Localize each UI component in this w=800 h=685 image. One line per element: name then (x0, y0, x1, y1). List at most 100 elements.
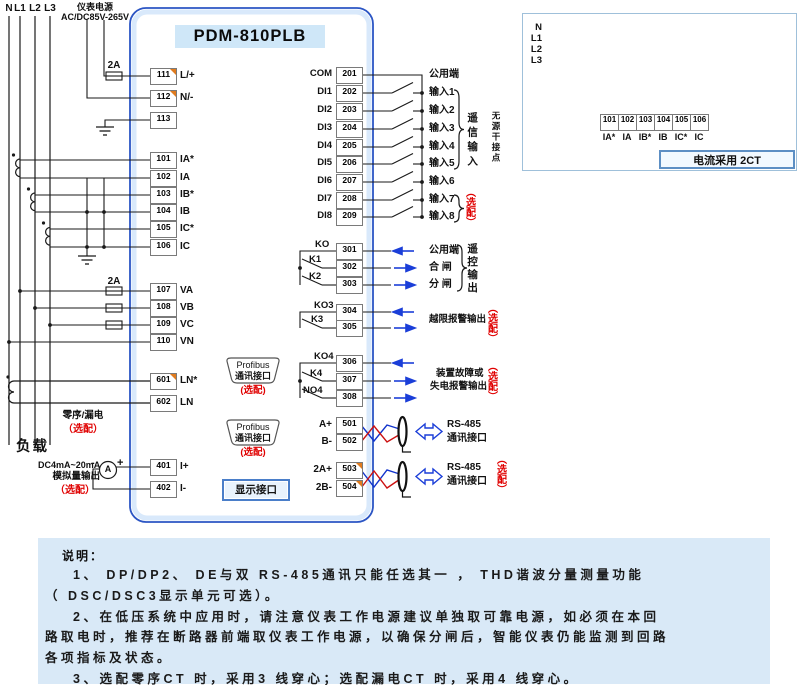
terminal-label-112: N/- (180, 92, 194, 103)
leakage-label: 零序/漏电 (62, 410, 104, 421)
profibus-2-port-label: 通讯接口 (234, 433, 271, 443)
terminal-label-107: VA (180, 285, 194, 296)
di-group-label: 遥信输入 (466, 112, 479, 170)
relay-contact-label-K1: K1 (309, 254, 322, 265)
di-right-label: 输入4 (429, 141, 455, 152)
rs485-1-label: RS-485 (447, 419, 481, 430)
terminal-105: 105 (150, 221, 177, 238)
terminal-113: 113 (150, 112, 177, 129)
terminal-306: 306 (336, 355, 363, 372)
di-left-label-DI3: DI3 (317, 122, 332, 133)
terminal-301: 301 (336, 243, 363, 260)
di-right-label: 输入7 (429, 194, 455, 205)
terminal-401: 401 (150, 459, 177, 476)
analog-range-label: DC4mA~20mA (38, 460, 101, 470)
terminal-209: 209 (336, 209, 363, 226)
ct2-bus-label-N: N (535, 22, 542, 33)
note-line-6: 3、选配零序CT 时，采用3 线穿心；选配漏电CT 时，采用4 线穿心。 (73, 671, 580, 685)
notes-title: 说明： (62, 549, 105, 563)
note-line-5: 各项指标及状态。 (45, 651, 174, 666)
terminal-103: 103 (150, 187, 177, 204)
leakage-ct (7, 380, 150, 404)
remote-control-output-label: 遥控输出 (466, 243, 479, 295)
ct2-terminal-102: 102 (618, 114, 637, 131)
rs485-pin-label-2B-: 2B- (315, 482, 332, 493)
di-contact-type-label: 无源干接点 (491, 111, 501, 164)
ammeter-icon (98, 460, 118, 480)
ground-icon (96, 126, 114, 136)
terminal-302: 302 (336, 260, 363, 277)
meter-plus-sign: + (117, 457, 124, 469)
terminal-label-402: I- (180, 483, 187, 494)
fault-alarm-label-line1: 装置故障或 (436, 368, 484, 379)
note-line-4: 路取电时，推荐在断路器前端取仪表工作电源，以确保分闸后，智能仪表仍能监测到回路 (45, 630, 670, 645)
ct2-phase-label-IB*: IB* (638, 132, 652, 142)
relay2-optional-label: （选配） (485, 303, 497, 343)
rs485-twisted-pair-1 (360, 424, 399, 443)
profibus-connector-icon (226, 357, 280, 446)
ct2-phase-label-IC: IC (694, 132, 704, 142)
bus-label-L3: L3 (44, 3, 56, 14)
di-left-label-DI8: DI8 (317, 210, 332, 221)
ct2-panel (522, 13, 797, 171)
rs485-pin-label-2A+: 2A+ (313, 464, 332, 475)
profibus-1-optional-label: (选配) (240, 385, 266, 396)
terminal-102: 102 (150, 170, 177, 187)
di-right-label: 输入5 (429, 158, 455, 169)
ammeter-symbol: A (104, 464, 112, 474)
di-left-label-COM: COM (309, 68, 332, 79)
terminal-501: 501 (336, 417, 363, 434)
di-right-label: 输入3 (429, 123, 455, 134)
di-left-label-DI5: DI5 (317, 157, 332, 168)
rs485-2-optional-label: （选配） (494, 454, 506, 494)
terminal-204: 204 (336, 121, 363, 138)
terminal-305: 305 (336, 320, 363, 337)
braces (453, 89, 468, 292)
di-optional-label: （选配） (463, 187, 475, 227)
terminal-label-105: IC* (180, 223, 194, 234)
profibus-1-port-label: 通讯接口 (234, 371, 271, 381)
terminal-504: 504 (336, 480, 363, 497)
ct2-terminal-105: 105 (672, 114, 691, 131)
terminal-111: 111 (150, 68, 177, 85)
shield-icon (397, 415, 411, 453)
di-right-label: 输入6 (429, 176, 455, 187)
optional-corner-mark (170, 91, 176, 97)
terminal-303: 303 (336, 277, 363, 294)
terminal-502: 502 (336, 434, 363, 451)
terminal-label-103: IB* (180, 189, 194, 200)
terminal-label-106: IC (180, 241, 190, 252)
fuse-rating-label: 2A (107, 60, 121, 71)
terminal-205: 205 (336, 139, 363, 156)
rs485-pin-label-B-: B- (321, 436, 332, 447)
meter-minus-sign: - (91, 457, 95, 469)
analog-optional-label: （选配） (55, 485, 95, 496)
terminal-label-602: LN (180, 397, 194, 408)
terminal-label-601: LN* (180, 375, 198, 386)
terminal-307: 307 (336, 373, 363, 390)
relay-arrows (390, 246, 418, 403)
notes-body: 1、 DP/DP2、 DE与双 RS-485通讯只能任选其一 ， THD谐波分量… (45, 565, 767, 685)
terminal-label-110: VN (180, 336, 194, 347)
display-port-label: 显示接口 (222, 479, 290, 501)
terminal-206: 206 (336, 156, 363, 173)
di-right-label: 输入1 (429, 87, 455, 98)
relay-wiring (299, 250, 391, 399)
fuse-rating-label: 2A (107, 276, 121, 287)
relay-contact-label-KO4: KO4 (314, 351, 334, 362)
terminal-107: 107 (150, 283, 177, 300)
terminal-208: 208 (336, 192, 363, 209)
optional-corner-mark (356, 463, 362, 469)
notes-panel: 说明： 1、 DP/DP2、 DE与双 RS-485通讯只能任选其一 ， THD… (38, 538, 770, 685)
ct-coil-icon (15, 158, 51, 246)
relay-contact-label-NO4: NO4 (303, 385, 323, 396)
rs485-pin-label-A+: A+ (318, 419, 332, 430)
terminal-106: 106 (150, 239, 177, 256)
terminal-308: 308 (336, 390, 363, 407)
relay-contact-label-K4: K4 (310, 368, 323, 379)
power-supply-voltage: AC/DC85V-265V (60, 12, 130, 22)
terminal-101: 101 (150, 152, 177, 169)
terminal-109: 109 (150, 317, 177, 334)
terminal-label-401: I+ (180, 461, 189, 472)
